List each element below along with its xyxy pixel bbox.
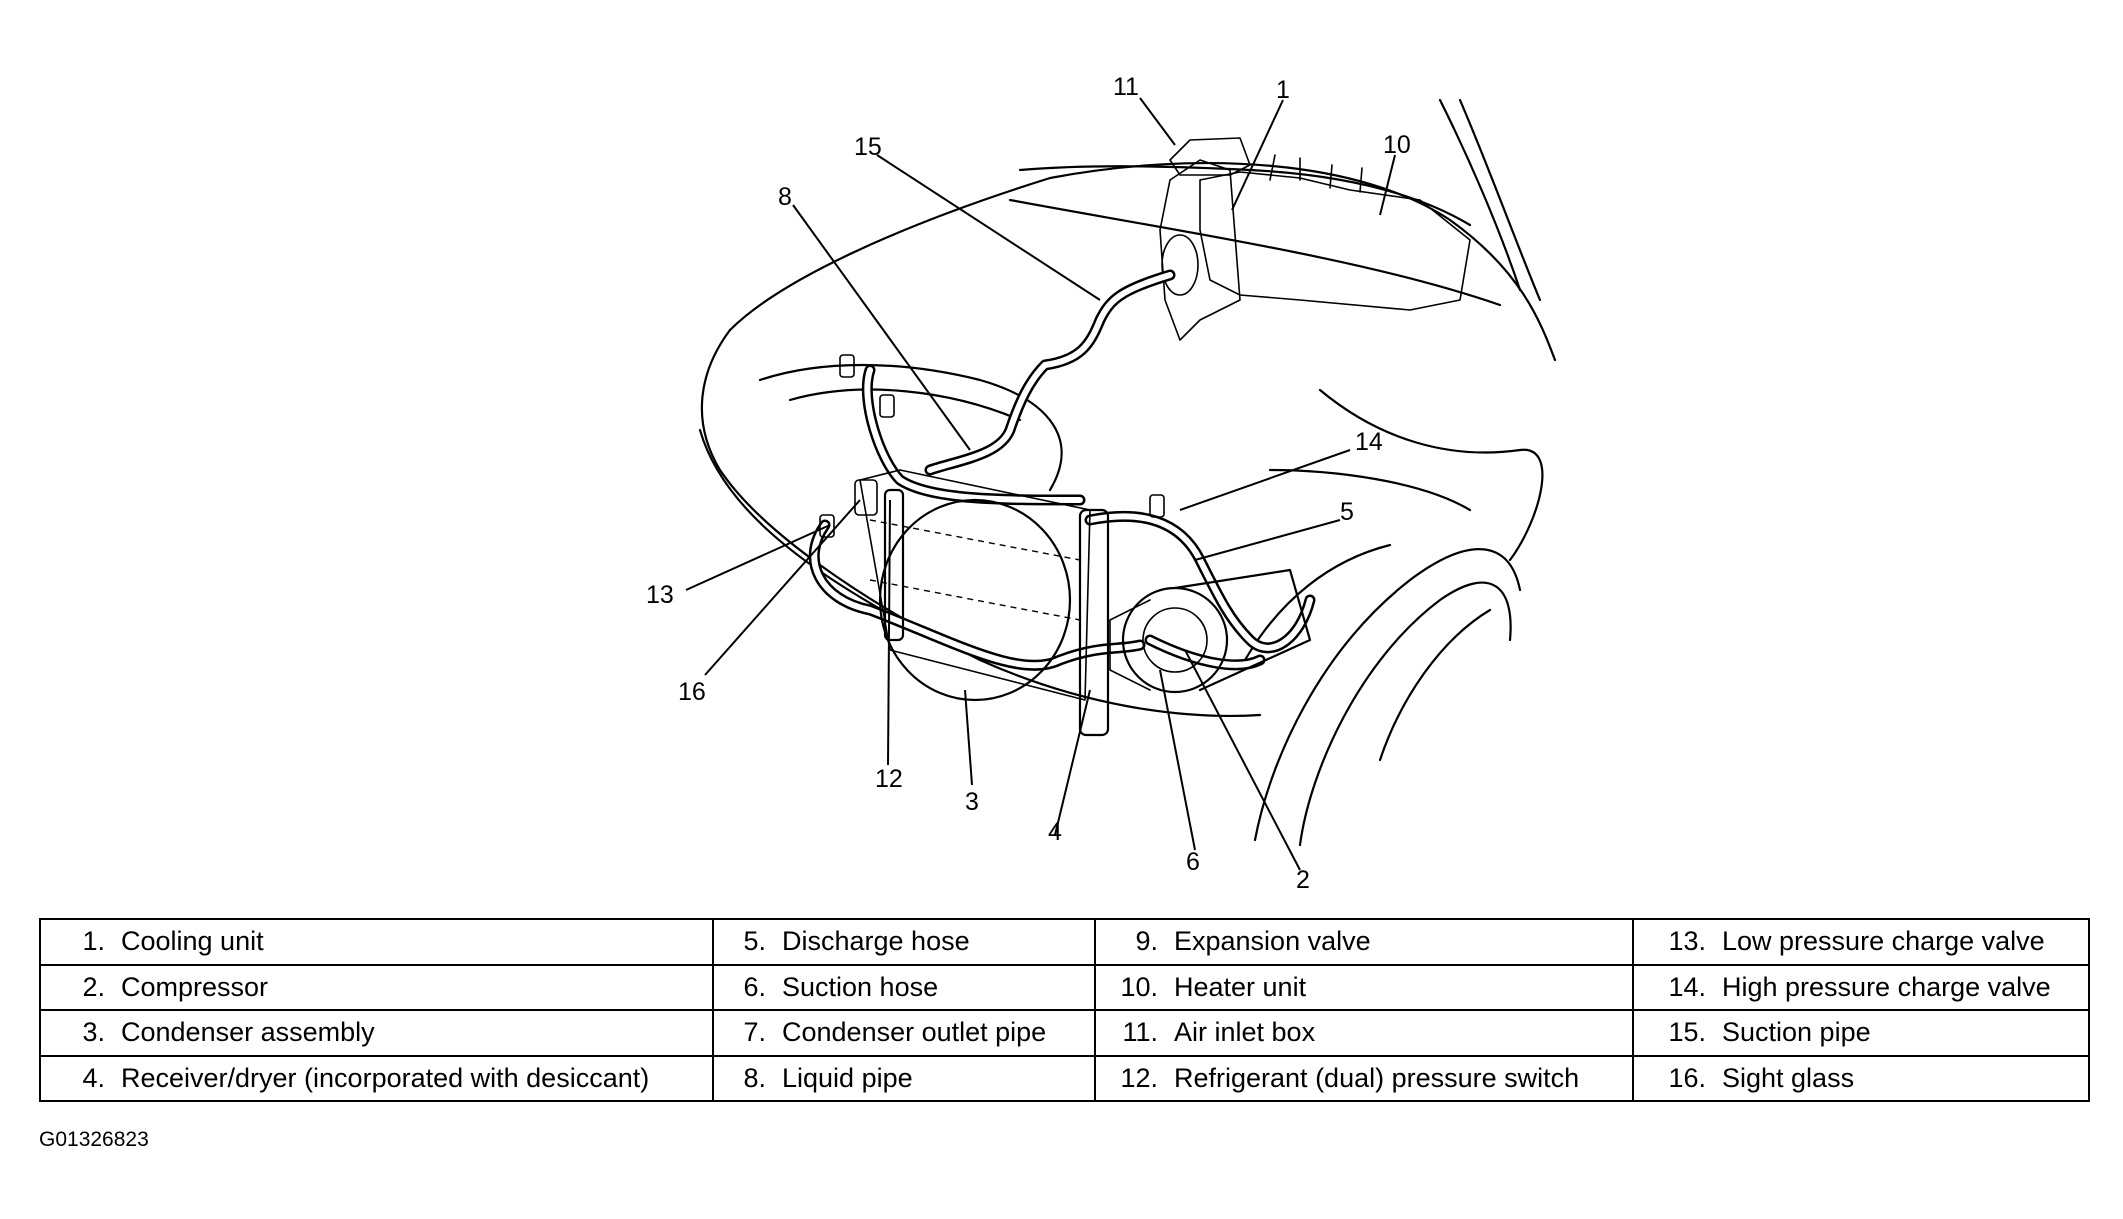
legend-cell: 7.Condenser outlet pipe bbox=[712, 1009, 1096, 1057]
callout-4: 4 bbox=[1048, 818, 1062, 846]
callout-2: 2 bbox=[1296, 866, 1310, 894]
callout-3: 3 bbox=[965, 788, 979, 816]
legend-cell: 14.High pressure charge valve bbox=[1632, 963, 2090, 1011]
legend-label: Compressor bbox=[121, 971, 269, 1002]
legend-row: 3.Condenser assembly 7.Condenser outlet … bbox=[39, 1009, 2090, 1057]
callout-labels: 1 2 3 4 5 6 8 10 11 12 13 14 15 16 bbox=[646, 73, 1411, 894]
callout-16: 16 bbox=[678, 678, 706, 706]
legend-row: 1.Cooling unit 5.Discharge hose 9.Expans… bbox=[39, 918, 2090, 966]
legend-label: Cooling unit bbox=[121, 926, 264, 957]
legend-label: Receiver/dryer (incorporated with desicc… bbox=[121, 1062, 650, 1093]
legend-label: Heater unit bbox=[1174, 971, 1307, 1002]
compressor bbox=[1109, 568, 1312, 694]
callout-1: 1 bbox=[1276, 76, 1290, 104]
legend-cell: 1.Cooling unit bbox=[39, 918, 714, 966]
legend-cell: 3.Condenser assembly bbox=[39, 1009, 714, 1057]
callout-5: 5 bbox=[1340, 498, 1354, 526]
air-inlet-box bbox=[1169, 137, 1251, 176]
legend-label: Low pressure charge valve bbox=[1722, 926, 2045, 957]
ac-system-diagram: 1 2 3 4 5 6 8 10 11 12 13 14 15 16 bbox=[646, 73, 1557, 894]
legend-label: Expansion valve bbox=[1174, 926, 1371, 957]
legend-label: Sight glass bbox=[1722, 1062, 1855, 1093]
legend-label: Suction hose bbox=[782, 971, 939, 1002]
legend-label: Air inlet box bbox=[1174, 1017, 1316, 1048]
callout-14: 14 bbox=[1355, 428, 1383, 456]
vehicle-body-outline bbox=[698, 98, 1557, 847]
legend-cell: 2.Compressor bbox=[39, 963, 714, 1011]
legend-cell: 6.Suction hose bbox=[712, 963, 1096, 1011]
callout-6: 6 bbox=[1186, 848, 1200, 876]
legend-cell: 10.Heater unit bbox=[1094, 963, 1634, 1011]
callout-11: 11 bbox=[1113, 73, 1139, 101]
component-legend-table: 1.Cooling unit 5.Discharge hose 9.Expans… bbox=[39, 918, 2090, 1102]
legend-label: High pressure charge valve bbox=[1722, 971, 2051, 1002]
legend-cell: 4.Receiver/dryer (incorporated with desi… bbox=[39, 1054, 714, 1102]
legend-label: Liquid pipe bbox=[782, 1062, 913, 1093]
legend-row: 2.Compressor 6.Suction hose 10.Heater un… bbox=[39, 963, 2090, 1011]
cooling-unit bbox=[1159, 159, 1241, 341]
callout-8: 8 bbox=[778, 183, 792, 211]
legend-cell: 16.Sight glass bbox=[1632, 1054, 2090, 1102]
figure-code: G01326823 bbox=[39, 1128, 149, 1151]
receiver-dryer bbox=[854, 479, 905, 642]
callout-13: 13 bbox=[646, 581, 674, 609]
legend-cell: 5.Discharge hose bbox=[712, 918, 1096, 966]
legend-cell: 8.Liquid pipe bbox=[712, 1054, 1096, 1102]
callout-10: 10 bbox=[1383, 131, 1411, 159]
legend-label: Condenser outlet pipe bbox=[782, 1017, 1047, 1048]
callout-15: 15 bbox=[854, 133, 882, 161]
legend-cell: 11.Air inlet box bbox=[1094, 1009, 1634, 1057]
legend-label: Refrigerant (dual) pressure switch bbox=[1174, 1062, 1580, 1093]
heater-unit bbox=[1199, 154, 1471, 311]
legend-cell: 15.Suction pipe bbox=[1632, 1009, 2090, 1057]
legend-label: Discharge hose bbox=[782, 926, 970, 957]
legend-label: Condenser assembly bbox=[121, 1017, 375, 1048]
legend-cell: 12.Refrigerant (dual) pressure switch bbox=[1094, 1054, 1634, 1102]
callout-12: 12 bbox=[875, 765, 903, 793]
legend-row: 4.Receiver/dryer (incorporated with desi… bbox=[39, 1054, 2090, 1102]
refrigerant-lines bbox=[808, 269, 1316, 671]
leader-lines bbox=[685, 97, 1396, 871]
legend-cell: 9.Expansion valve bbox=[1094, 918, 1634, 966]
legend-cell: 13.Low pressure charge valve bbox=[1632, 918, 2090, 966]
condenser-assembly bbox=[859, 469, 1110, 737]
legend-label: Suction pipe bbox=[1722, 1017, 1871, 1048]
